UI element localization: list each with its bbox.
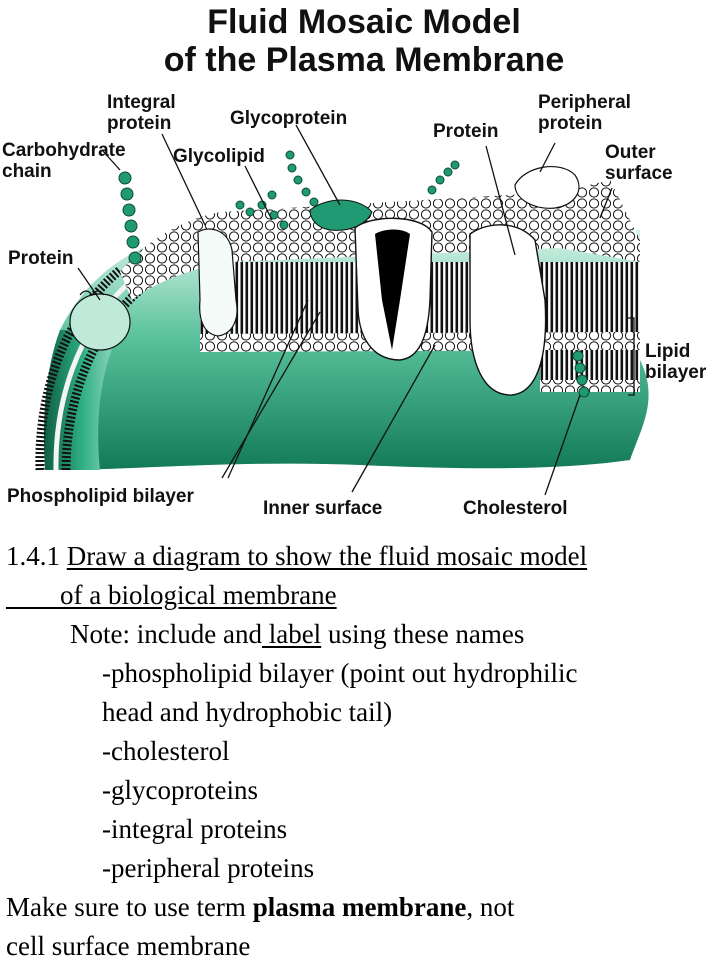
peripheral-protein — [514, 166, 580, 209]
diagram-title-line2: of the Plasma Membrane — [163, 41, 565, 79]
list-item-phospholipid: -phospholipid bilayer (point out hydroph… — [102, 658, 578, 688]
label-outer-surface: Outer surface — [605, 142, 673, 184]
label-carbohydrate-chain: Carbohydrate chain — [2, 140, 126, 182]
list-item-phospholipid-cont: head and hydrophobic tail) — [102, 697, 393, 727]
instruction-line: Make sure to use term plasma membrane, n… — [6, 888, 514, 927]
list-item-cholesterol: -cholesterol — [102, 736, 230, 766]
protein-left — [69, 293, 131, 351]
list-item-glycoproteins: -glycoproteins — [102, 775, 258, 805]
list-item-peripheral: -peripheral proteins — [102, 853, 315, 883]
note-line: Note: include and label using these name… — [70, 615, 524, 654]
integral-protein — [197, 228, 238, 337]
protein-right — [469, 224, 547, 396]
instruction-line-2: cell surface membrane — [6, 931, 251, 961]
label-integral-protein: Integral protein — [107, 92, 176, 134]
label-protein-left: Protein — [8, 248, 74, 269]
label-glycoprotein: Glycoprotein — [230, 108, 348, 129]
cytoplasm-left — [43, 330, 120, 470]
objective-title: Draw a diagram to show the fluid mosaic … — [66, 541, 588, 571]
membrane-illustration — [35, 124, 649, 496]
label-inner-surface: Inner surface — [263, 498, 383, 519]
objective-line-2: of a biological membrane — [6, 580, 337, 610]
note-label-word: label — [261, 619, 322, 649]
label-glycolipid: Glycolipid — [173, 146, 265, 167]
instruction-text-a: Make sure to use term — [6, 892, 253, 922]
instruction-text-c: , not — [466, 892, 515, 922]
objective-number: 1.4.1 — [6, 541, 67, 571]
note-text-a: Note: include and — [70, 619, 262, 649]
note-text-b: using these names — [321, 619, 525, 649]
label-lipid-bilayer: Lipid bilayer — [645, 341, 707, 383]
label-protein-top: Protein — [433, 121, 499, 142]
diagram-title-line1: Fluid Mosaic Model — [207, 3, 521, 41]
label-peripheral-protein: Peripheral protein — [538, 92, 631, 134]
label-phospholipid-bilayer: Phospholipid bilayer — [7, 486, 194, 507]
objective-line: 1.4.1 Draw a diagram to show the fluid m… — [6, 537, 587, 576]
list-item-integral: -integral proteins — [102, 814, 288, 844]
label-cholesterol: Cholesterol — [463, 498, 568, 519]
membrane-diagram: Fluid Mosaic Model of the Plasma Membran… — [2, 3, 707, 519]
instruction-term: plasma membrane — [252, 892, 467, 922]
